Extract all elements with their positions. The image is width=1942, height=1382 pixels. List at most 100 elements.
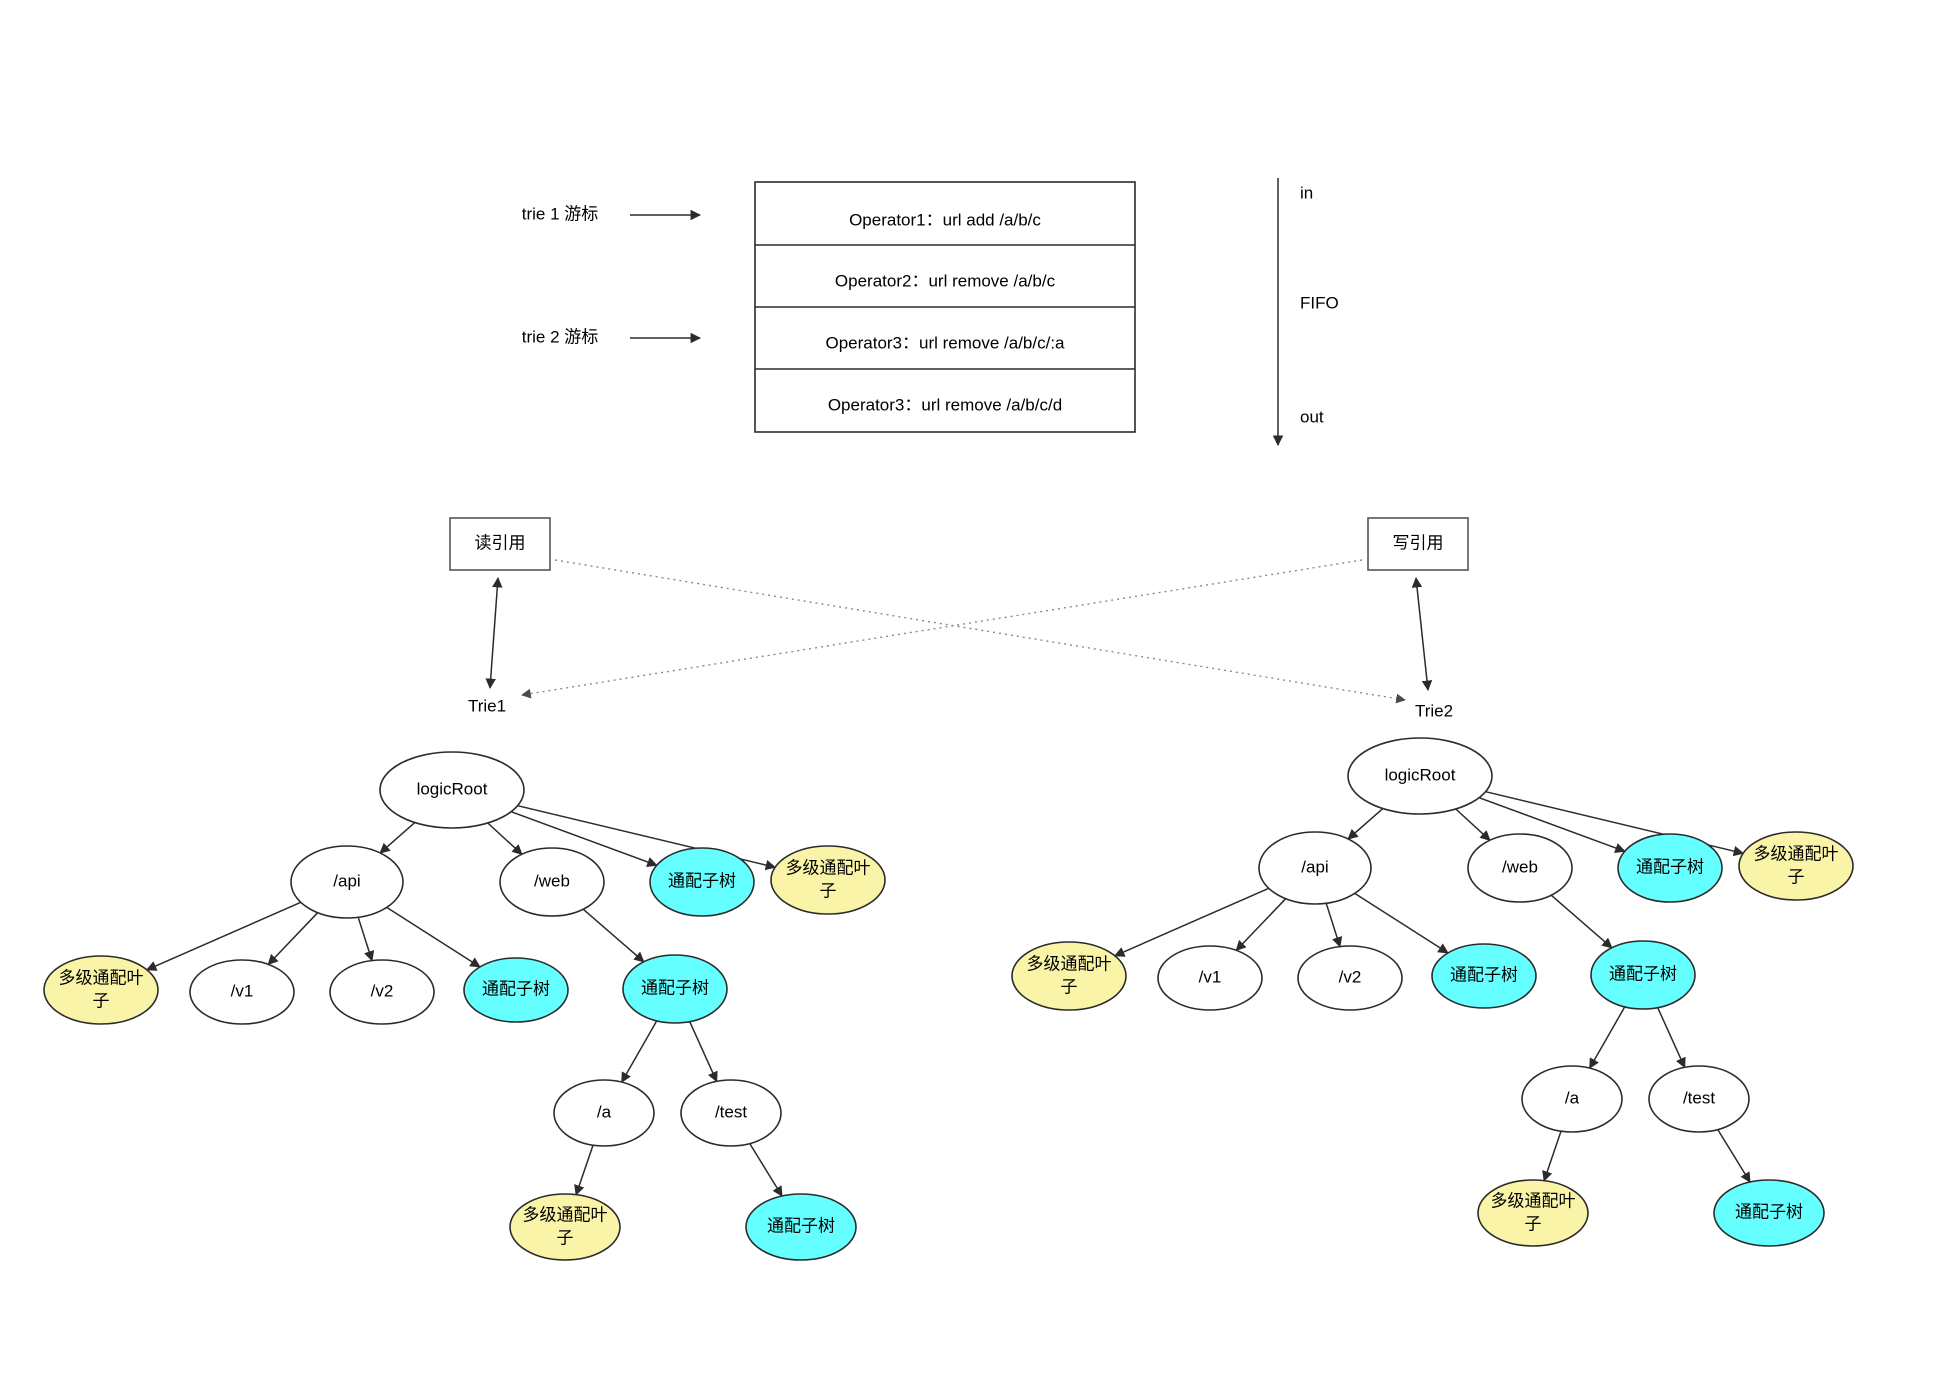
- node-test[interactable]: /test: [1648, 1065, 1750, 1133]
- reference-group: 读引用 写引用 Trie1 Trie2: [449, 517, 1469, 720]
- node-label-root: logicRoot: [1385, 765, 1456, 784]
- node-shape-plain: [1347, 737, 1493, 815]
- read-to-trie1-arrow: [485, 576, 503, 690]
- node-label-root: logicRoot: [417, 779, 488, 798]
- node-shape-wildcard-subtree: [1431, 943, 1537, 1009]
- node-label-wc_api: 通配子树: [1450, 965, 1518, 984]
- node-web[interactable]: /web: [499, 847, 605, 917]
- node-a[interactable]: /a: [1521, 1065, 1623, 1133]
- node-label-mw_api: 子: [1061, 977, 1078, 996]
- node-wc_root[interactable]: 通配子树: [1617, 833, 1723, 903]
- node-wc_web[interactable]: 通配子树: [1590, 940, 1696, 1010]
- fifo-in-label: in: [1300, 183, 1313, 202]
- node-label-mw_api: 多级通配叶: [59, 968, 144, 987]
- node-label-a: /a: [597, 1102, 612, 1121]
- edge-api-to-wc_api: [1354, 892, 1449, 954]
- node-label-wc_web: 通配子树: [641, 978, 709, 997]
- write-reference-label: 写引用: [1393, 533, 1444, 552]
- node-label-v1: /v1: [1199, 967, 1222, 986]
- node-shape-plain: [379, 751, 525, 829]
- edge-api-to-v2: [1325, 903, 1343, 948]
- trie2-cursor-label: trie 2 游标: [522, 327, 599, 346]
- node-api[interactable]: /api: [290, 845, 404, 919]
- node-shape-plain: [680, 1079, 782, 1147]
- fifo-axis-group: in FIFO out: [1272, 178, 1339, 447]
- node-shape-multilevel-wildcard-leaf: [1738, 831, 1854, 901]
- node-shape-plain: [189, 959, 295, 1025]
- node-label-wc_test: 通配子树: [1735, 1202, 1803, 1221]
- node-root[interactable]: logicRoot: [379, 751, 525, 829]
- node-label-api: /api: [333, 871, 360, 890]
- node-label-mw_a: 子: [557, 1228, 574, 1247]
- read-reference-box[interactable]: [449, 517, 551, 571]
- node-shape-plain: [499, 847, 605, 917]
- node-shape-plain: [1521, 1065, 1623, 1133]
- node-shape-wildcard-subtree: [622, 954, 728, 1024]
- node-label-mw_a: 子: [1525, 1214, 1542, 1233]
- node-shape-plain: [1258, 831, 1372, 905]
- node-shape-multilevel-wildcard-leaf: [1011, 941, 1127, 1011]
- node-v1[interactable]: /v1: [1157, 945, 1263, 1011]
- node-a[interactable]: /a: [553, 1079, 655, 1147]
- write-to-trie1-dotted-arrow: [521, 559, 1363, 699]
- edge-api-to-v1: [1235, 898, 1287, 952]
- node-test[interactable]: /test: [680, 1079, 782, 1147]
- edge-a-to-mw_a: [1542, 1130, 1562, 1182]
- node-v1[interactable]: /v1: [189, 959, 295, 1025]
- node-v2[interactable]: /v2: [1297, 945, 1403, 1011]
- node-shape-plain: [290, 845, 404, 919]
- node-wc_test[interactable]: 通配子树: [1713, 1179, 1825, 1247]
- fifo-label: FIFO: [1300, 293, 1339, 312]
- node-label-test: /test: [1683, 1088, 1715, 1107]
- node-shape-wildcard-subtree: [1713, 1179, 1825, 1247]
- node-wc_api[interactable]: 通配子树: [1431, 943, 1537, 1009]
- write-to-trie2-arrow: [1411, 576, 1433, 692]
- node-root[interactable]: logicRoot: [1347, 737, 1493, 815]
- node-label-test: /test: [715, 1102, 747, 1121]
- node-label-v1: /v1: [231, 981, 254, 1000]
- node-shape-plain: [1157, 945, 1263, 1011]
- node-label-mw_root: 子: [1788, 867, 1805, 886]
- edge-test-to-wc_test: [749, 1143, 783, 1197]
- edge-root-to-wc_root: [1478, 796, 1626, 853]
- edge-root-to-web: [1455, 808, 1491, 842]
- operator-queue-group: trie 1 游标 trie 2 游标 Operator1：url add /a…: [522, 181, 1136, 433]
- node-label-wc_root: 通配子树: [668, 871, 736, 890]
- node-wc_web[interactable]: 通配子树: [622, 954, 728, 1024]
- trie1-cursor-label: trie 1 游标: [522, 204, 599, 223]
- node-label-a: /a: [1565, 1088, 1580, 1107]
- write-reference-box[interactable]: [1367, 517, 1469, 571]
- node-shape-multilevel-wildcard-leaf: [770, 845, 886, 915]
- node-wc_root[interactable]: 通配子树: [649, 847, 755, 917]
- edge-root-to-api: [1347, 808, 1384, 840]
- edge-api-to-v1: [267, 912, 319, 966]
- node-label-mw_root: 子: [820, 881, 837, 900]
- node-wc_test[interactable]: 通配子树: [745, 1193, 857, 1261]
- node-web[interactable]: /web: [1467, 833, 1573, 903]
- node-shape-wildcard-subtree: [745, 1193, 857, 1261]
- node-api[interactable]: /api: [1258, 831, 1372, 905]
- node-shape-multilevel-wildcard-leaf: [509, 1193, 621, 1261]
- node-wc_api[interactable]: 通配子树: [463, 957, 569, 1023]
- node-label-mw_api: 子: [93, 991, 110, 1010]
- node-shape-wildcard-subtree: [1617, 833, 1723, 903]
- node-label-wc_web: 通配子树: [1609, 964, 1677, 983]
- edge-test-to-wc_test: [1717, 1129, 1751, 1183]
- edge-web-to-wc_web: [582, 908, 645, 963]
- node-shape-multilevel-wildcard-leaf: [43, 955, 159, 1025]
- node-label-wc_test: 通配子树: [767, 1216, 835, 1235]
- trie1-label: Trie1: [468, 696, 506, 715]
- fifo-out-label: out: [1300, 407, 1324, 426]
- node-v2[interactable]: /v2: [329, 959, 435, 1025]
- node-label-v2: /v2: [1339, 967, 1362, 986]
